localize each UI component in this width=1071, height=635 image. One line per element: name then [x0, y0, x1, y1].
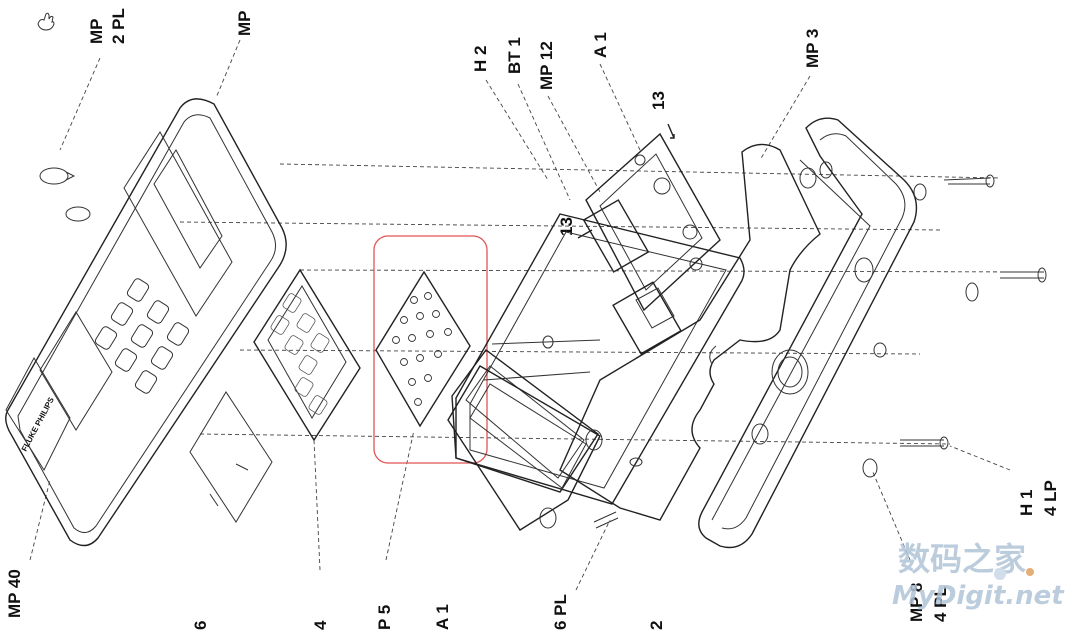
watermark-site: MyDigit.net — [892, 581, 1065, 611]
label-a1: A 1 — [591, 32, 610, 58]
label-bt1: BT 1 — [505, 37, 524, 74]
section-marker-13-mid: 13 — [557, 217, 576, 236]
label-6pl: 6 PL — [551, 594, 570, 630]
highlighted-contact-plate — [373, 235, 488, 464]
rubber-keypad — [253, 268, 361, 442]
watermark-cn: 数码之家 — [898, 540, 1026, 578]
alignment-lines — [179, 163, 1041, 445]
pointing-hand-icon — [37, 12, 55, 31]
label-2: 2 — [647, 621, 666, 630]
screws — [542, 174, 1047, 529]
display-frame — [447, 365, 603, 531]
label-h2: H 2 — [471, 46, 490, 72]
label-6: 6 — [191, 621, 210, 630]
watermark-dot-icon — [994, 568, 1006, 580]
contact-plate-holes — [392, 292, 452, 406]
label-4lp: 4 LP — [1041, 480, 1060, 516]
front-case: FLUKE PHILIPS — [5, 98, 287, 547]
stand-flap — [189, 391, 273, 523]
label-mp40: MP 40 — [5, 569, 24, 618]
watermark: 数码之家 MyDigit.net — [892, 540, 1065, 611]
label-a1-bottom: A 1 — [433, 604, 452, 630]
label-mp12: MP 12 — [537, 41, 556, 90]
label-mp8: MP 8 — [907, 583, 926, 622]
rear-case — [698, 117, 918, 549]
input-jack-block — [582, 132, 721, 355]
label-h1: H 1 — [1017, 490, 1036, 516]
label-mp3: MP 3 — [803, 29, 822, 68]
label-2pl: 2 PL — [109, 8, 128, 44]
shield-sheet — [559, 143, 821, 521]
circuit-board — [451, 213, 745, 505]
label-4pl: 4 PL — [931, 586, 950, 622]
section-marker-13-top: 13 — [649, 91, 668, 110]
label-mp-top: MP — [235, 11, 254, 37]
front-keypad — [94, 278, 190, 394]
rubber-feet — [39, 167, 91, 222]
leader-lines — [29, 39, 1011, 591]
label-p5: P 5 — [375, 605, 394, 630]
label-4: 4 — [311, 620, 330, 630]
label-mp-top-left: MP — [87, 19, 106, 45]
